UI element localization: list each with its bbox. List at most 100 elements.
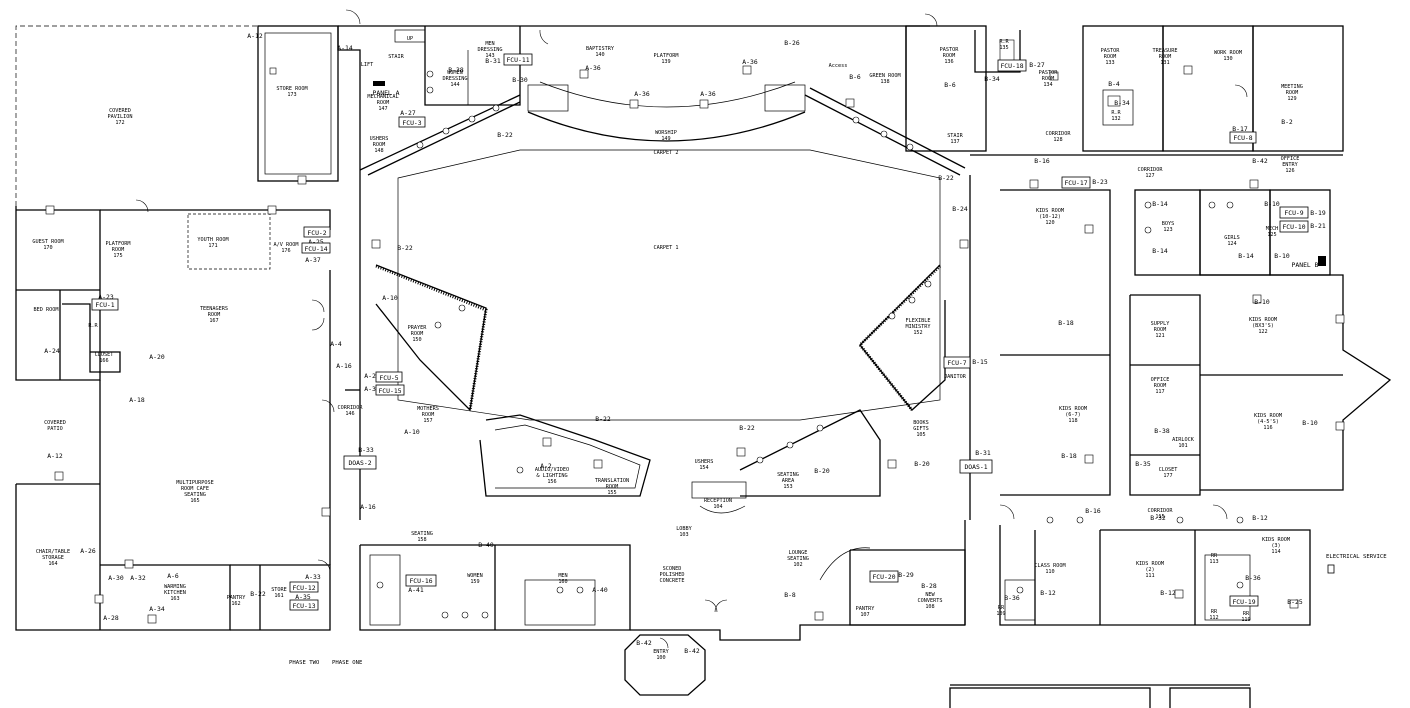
room-label-line: SEATING (787, 556, 809, 562)
tag-b31: B-31 (975, 449, 991, 457)
tag-a26: A-26 (80, 547, 96, 555)
panel-b-label: PANEL B (1292, 261, 1319, 269)
room-label-line: KIDS ROOM (1136, 561, 1164, 567)
room-label: R.R (88, 323, 98, 329)
tag-b12: B-12 (1160, 589, 1176, 597)
room-label-line: 115 (1155, 514, 1164, 520)
tag-a36: A-36 (742, 58, 758, 66)
tag-b35: B-35 (1135, 460, 1151, 468)
unit-fcu-8: FCU-8 (1233, 134, 1252, 142)
unit-fcu-19: FCU-19 (1232, 598, 1255, 606)
room-label-line: YOUTH ROOM (197, 237, 228, 243)
room-label-line: 119 (1241, 617, 1250, 623)
unit-fcu-9: FCU-9 (1284, 209, 1303, 217)
room-label-line: ENTRY (653, 649, 669, 655)
room-label-line: 144 (450, 82, 459, 88)
room-label-line: 109 (996, 611, 1005, 617)
room-label-line: 123 (1163, 227, 1172, 233)
tag-b33: B-33 (358, 446, 374, 454)
room-label-line: GIRLS (1224, 235, 1240, 241)
room-label-line: MEETING (1281, 84, 1303, 90)
tag-b21: B-21 (1310, 222, 1326, 230)
room-label-line: 175 (113, 253, 122, 259)
room-label-line: ROOM (1154, 383, 1167, 389)
tag-b16: B-16 (1034, 157, 1050, 165)
room-label-line: ROOM (1286, 90, 1299, 96)
room-label-line: 130 (1223, 56, 1232, 62)
tag-b40: B-40 (478, 541, 494, 549)
room-label-line: COVERED (109, 108, 131, 114)
tag-a12: A-12 (47, 452, 63, 460)
room-label-line: 100 (656, 655, 665, 661)
room-label-line: 121 (1155, 333, 1164, 339)
room-label-line: GREEN ROOM (869, 73, 900, 79)
room-label-line: CARPET 1 (654, 245, 679, 251)
room-label-line: (BX3'S) (1252, 323, 1274, 329)
tag-b42: B-42 (1252, 157, 1268, 165)
tag-a41: A-41 (408, 586, 424, 594)
room-label-line: MOTHERS (417, 406, 439, 412)
room-label-line: CONCRETE (660, 578, 685, 584)
room-label-line: 132 (1111, 116, 1120, 122)
room-label-line: 116 (1263, 425, 1272, 431)
room-label-line: 101 (1178, 443, 1187, 449)
tag-a37: A-37 (305, 256, 321, 264)
room-label-line: ROOM (411, 331, 424, 337)
room-label-line: 166 (99, 358, 108, 364)
unit-fcu-12: FCU-12 (292, 584, 315, 592)
room-label-line: 160 (558, 579, 567, 585)
room-label-line: SUPPLY (1151, 321, 1171, 327)
tag-b38: B-38 (448, 66, 464, 74)
room-label-line: 111 (1145, 573, 1154, 579)
room-label-line: 159 (470, 579, 479, 585)
room-label-line: CHAIR/TABLE (36, 549, 70, 555)
tag-a12: A-12 (247, 32, 263, 40)
tag-b14: B-14 (1238, 252, 1254, 260)
room-label: KIDS ROOM(10-12)120 (1036, 208, 1064, 226)
room-label-line: PAVILION (108, 114, 133, 120)
room-label-line: 162 (231, 601, 240, 607)
room-label-line: ROOM (1159, 54, 1172, 60)
room-label-line: ROOM (377, 100, 390, 106)
room-label-line: 153 (783, 484, 792, 490)
room-label-line: PANTRY (227, 595, 247, 601)
tag-a28: A-28 (103, 614, 119, 622)
room-label-line: 149 (661, 136, 670, 142)
south-walls (359, 520, 1251, 708)
room-label-line: BAPTISTRY (586, 46, 615, 52)
unit-fcu-17: FCU-17 (1064, 179, 1087, 187)
room-label-line: WOMEN (447, 70, 463, 76)
west-wing-walls (15, 25, 339, 631)
room-label-line: PANTRY (856, 606, 876, 612)
room-label: KIDS ROOM(BX3'S)122 (1249, 317, 1277, 335)
room-label-line: DRESSING (443, 76, 468, 82)
room-label-line: AIRLOCK (1172, 437, 1195, 443)
room-label-line: KITCHEN (164, 590, 186, 596)
tag-a4: A-4 (330, 340, 342, 348)
room-label-line: 113 (1209, 559, 1218, 565)
tag-b20: B-20 (914, 460, 930, 468)
panel-a-label: PANEL A (373, 89, 400, 97)
room-label-line: WORSHIP (655, 130, 677, 136)
room-label: KIDS ROOM(6-7)118 (1059, 406, 1087, 424)
tag-b22: B-22 (595, 415, 611, 423)
